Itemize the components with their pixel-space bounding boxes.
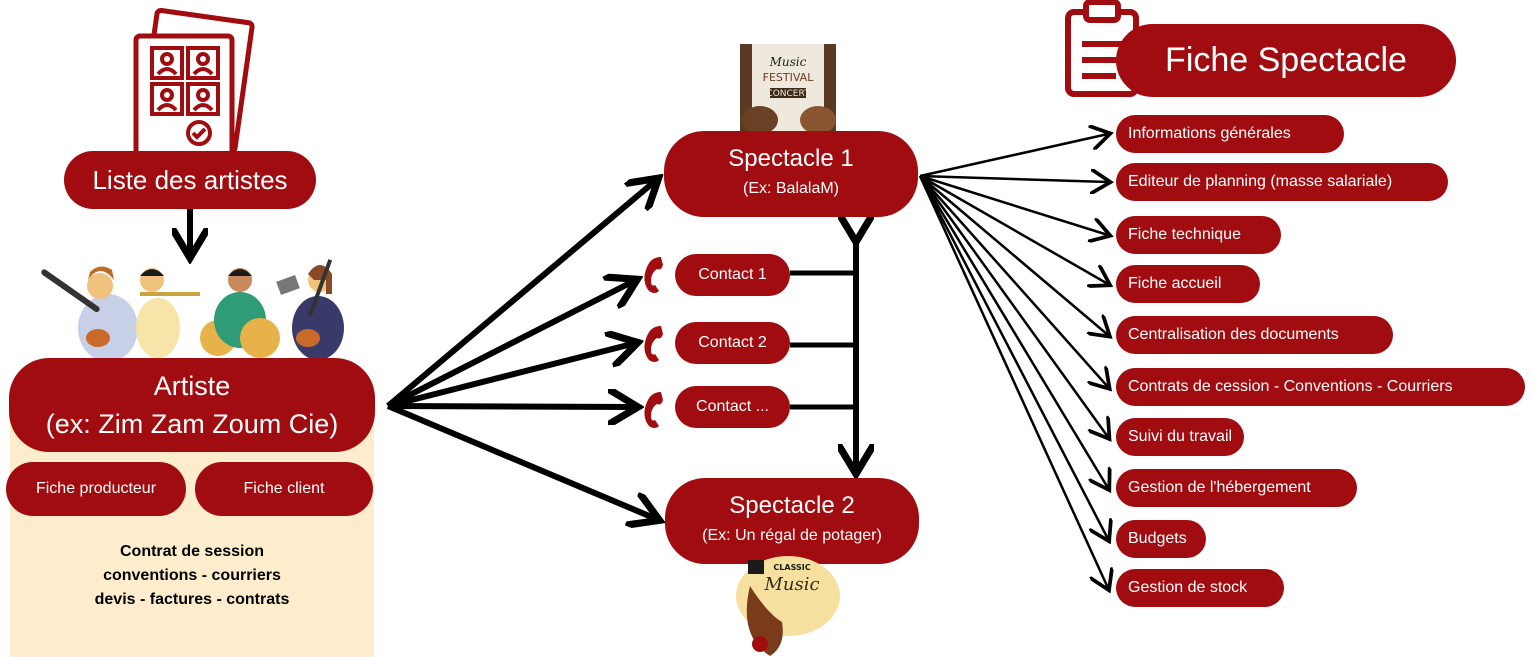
show1-title: Spectacle 1 <box>728 145 854 172</box>
feature-tech-sheet[interactable]: Fiche technique <box>1116 216 1281 254</box>
feature-arrow-2 <box>919 176 1108 182</box>
client-sheet-button[interactable]: Fiche client <box>195 462 373 516</box>
feature-hospitality-sheet[interactable]: Fiche accueil <box>1116 265 1260 303</box>
show2-example: (Ex: Un régal de potager) <box>702 527 882 544</box>
feature-planning-editor[interactable]: Editeur de planning (masse salariale) <box>1116 163 1448 201</box>
feature-arrow-10 <box>918 175 1108 588</box>
poster1-line2: FESTIVAL <box>763 71 815 84</box>
show1-example: (Ex: BalalaM) <box>742 180 840 197</box>
feature-arrow-4 <box>919 174 1108 284</box>
feature-arrow-3 <box>919 174 1108 235</box>
feature-arrow-8 <box>918 175 1108 488</box>
phone-icon <box>644 257 663 293</box>
arrow-artist-to-contact2 <box>387 344 632 409</box>
artist-title: Artiste <box>153 371 231 401</box>
show2-title: Spectacle 2 <box>729 492 855 519</box>
feature-arrow-7 <box>918 175 1108 437</box>
feature-arrow-1 <box>919 134 1108 178</box>
feature-contracts[interactable]: Contrats de cession - Conventions - Cour… <box>1116 368 1525 406</box>
contact-1[interactable]: Contact 1 <box>675 254 790 296</box>
feature-arrow-9 <box>918 175 1108 539</box>
artist-node[interactable]: Artiste (ex: Zim Zam Zoum Cie) <box>9 358 375 452</box>
feature-budgets[interactable]: Budgets <box>1116 520 1206 558</box>
show2-node[interactable]: Spectacle 2 (Ex: Un régal de potager) <box>665 478 919 564</box>
contact-connectors <box>790 270 856 410</box>
artist-list-icon <box>133 8 255 156</box>
contact-3[interactable]: Contact ... <box>675 386 790 428</box>
docs-line-3: devis - factures - contrats <box>94 591 290 608</box>
arrow-artist-to-contact3 <box>387 406 632 407</box>
poster2-line2: Music <box>763 574 819 595</box>
phone-icon <box>644 392 663 428</box>
arrow-artist-to-show1 <box>386 182 654 409</box>
festival-poster: Music FESTIVAL CONCERT <box>740 44 836 132</box>
feature-stock[interactable]: Gestion de stock <box>1116 569 1284 607</box>
feature-work-tracking[interactable]: Suivi du travail <box>1116 418 1244 456</box>
show1-node[interactable]: Spectacle 1 (Ex: BalalaM) <box>664 131 918 217</box>
artist-list-node[interactable]: Liste des artistes <box>64 151 316 209</box>
feature-documents[interactable]: Centralisation des documents <box>1116 316 1393 354</box>
artist-documents: Contrat de session conventions - courrie… <box>10 540 374 612</box>
feature-arrows <box>918 134 1108 588</box>
poster2-line1: CLASSIC <box>773 563 810 572</box>
artist-example: (ex: Zim Zam Zoum Cie) <box>45 409 339 439</box>
musicians-illustration <box>41 259 344 358</box>
poster1-line3: CONCERT <box>766 89 810 99</box>
feature-general-info[interactable]: Informations générales <box>1116 115 1344 153</box>
classic-music-poster: CLASSIC Music <box>736 556 840 656</box>
arrow-artist-to-show2 <box>386 403 654 518</box>
show-sheet-title: Fiche Spectacle <box>1116 24 1456 97</box>
feature-arrow-6 <box>919 175 1108 387</box>
phone-icon <box>644 326 663 362</box>
artist-arrows <box>386 182 654 518</box>
feature-accommodation[interactable]: Gestion de l'hébergement <box>1116 469 1357 507</box>
producer-sheet-button[interactable]: Fiche producteur <box>6 462 186 516</box>
feature-arrow-5 <box>919 175 1108 335</box>
docs-line-2: conventions - courriers <box>103 567 281 584</box>
contact-2[interactable]: Contact 2 <box>675 322 790 364</box>
arrow-artist-to-contact1 <box>386 282 632 409</box>
poster1-line1: Music <box>769 55 807 69</box>
docs-line-1: Contrat de session <box>119 543 265 560</box>
